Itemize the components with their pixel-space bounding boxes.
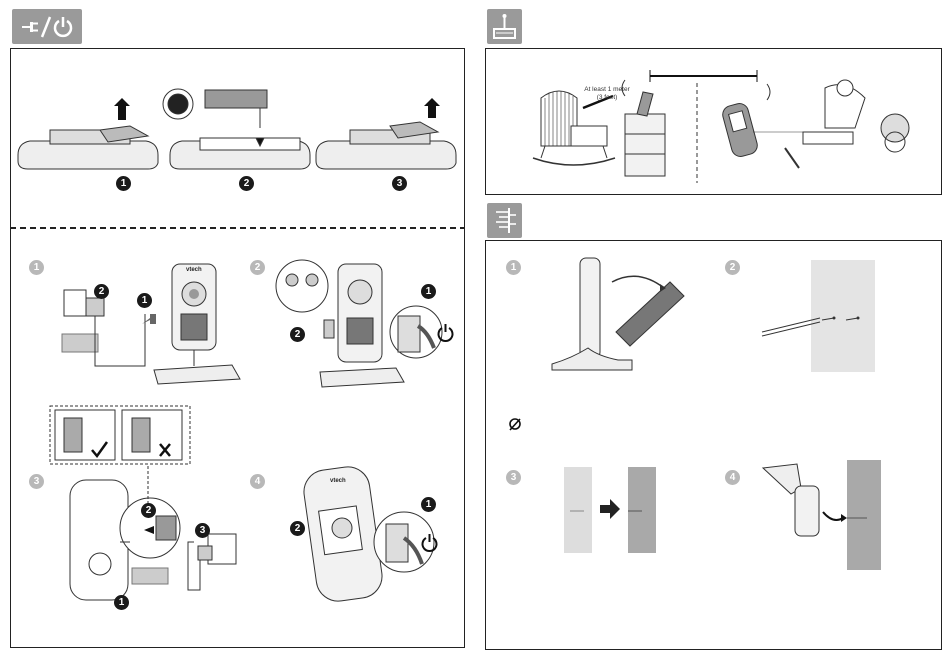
- parent-power-step-2-badge: 2: [290, 521, 305, 536]
- remove-stand-illustration: [550, 252, 700, 382]
- hang-unit-on-wall-illustration: [755, 458, 905, 578]
- adapter-step-1-badge: 1: [137, 293, 152, 308]
- mount-step-4: 4: [725, 470, 740, 485]
- parent-unit-charging-illustration: [60, 470, 260, 610]
- screws-into-wall-illustration: [758, 256, 878, 376]
- parent-unit-battery-step-2: [163, 89, 310, 169]
- distance-label: At least 1 meter (3 feet): [572, 86, 642, 102]
- connector-dashed-line: [147, 466, 149, 506]
- screw-transfer-illustration: [560, 465, 680, 555]
- mount-step-2: 2: [725, 260, 740, 275]
- wall-mount-icon: [487, 203, 522, 238]
- setup-step-1: 1: [29, 260, 44, 275]
- plug-power-icon: [12, 9, 82, 44]
- mount-step-1: 1: [506, 260, 521, 275]
- baby-unit-power-on-illustration: [268, 256, 468, 396]
- wall-mount-section-tab: [487, 203, 522, 238]
- baby-unit-adapter-illustration: [50, 258, 280, 398]
- placement-distance-illustration: [485, 48, 942, 195]
- parent-unit-battery-step-1: [18, 98, 158, 169]
- setup-step-3: 3: [29, 474, 44, 489]
- parent-unit-battery-step-3: [316, 98, 456, 169]
- distance-label-line1: At least 1 meter: [572, 86, 642, 94]
- mount-step-3: 3: [506, 470, 521, 485]
- plug-orientation-check: [50, 406, 190, 464]
- brand-label-parent-unit: vtech: [330, 478, 346, 484]
- charge-step-1-badge: 1: [114, 595, 129, 610]
- antenna-placement-icon: [487, 9, 522, 44]
- power-section-tab: [12, 9, 82, 44]
- baby-power-step-1-badge: 1: [421, 284, 436, 299]
- parent-unit-power-on-illustration: [300, 462, 470, 602]
- placement-section-tab: [487, 9, 522, 44]
- charge-step-3-badge: 3: [195, 523, 210, 538]
- baby-power-step-2-badge: 2: [290, 327, 305, 342]
- note-icon: [507, 416, 523, 432]
- step-number-1: 1: [116, 176, 131, 191]
- step-number-2: 2: [239, 176, 254, 191]
- distance-label-line2: (3 feet): [572, 94, 642, 102]
- brand-label-baby-unit: vtech: [186, 267, 202, 273]
- adapter-step-2-badge: 2: [94, 284, 109, 299]
- dashed-divider: [10, 226, 465, 230]
- charge-step-2-badge: 2: [141, 503, 156, 518]
- parent-power-step-1-badge: 1: [421, 497, 436, 512]
- step-number-3: 3: [392, 176, 407, 191]
